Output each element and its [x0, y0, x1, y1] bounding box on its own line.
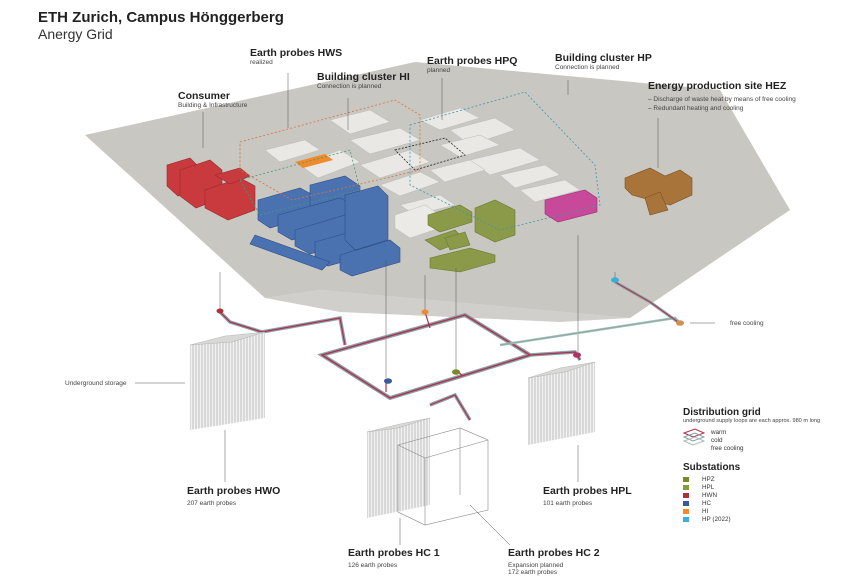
legend-substation-hi: HI	[683, 507, 848, 515]
free-cooling-node	[676, 320, 684, 326]
label-hp: Building cluster HP Connection is planne…	[555, 52, 652, 71]
label-hpq-title: Earth probes HPQ	[427, 55, 518, 67]
label-hez: Energy production site HEZ – Discharge o…	[648, 80, 796, 112]
swatch-hc	[683, 500, 689, 506]
label-hwo-title: Earth probes HWO	[187, 485, 281, 497]
olive-buildings	[424, 199, 516, 273]
magenta-building	[544, 189, 598, 223]
label-hws: Earth probes HWS realized	[250, 47, 342, 66]
consumer-red-buildings	[166, 157, 256, 221]
substation-hp	[611, 277, 619, 283]
legend-substations-list: HPZ HPL HWN HC HI HP (2022)	[683, 475, 848, 523]
label-hc2-sub: Expansion planned	[508, 562, 564, 569]
hp-outline	[409, 91, 601, 231]
page-title: ETH Zurich, Campus Hönggerberg	[38, 9, 284, 26]
label-underground-storage: Underground storage	[65, 380, 127, 387]
legend-substation-hp: HP (2022)	[683, 515, 848, 523]
legend-hc-label: HC	[702, 499, 712, 507]
label-hi-sub: Connection is planned	[317, 83, 382, 90]
label-hpl: Earth probes HPL 101 earth probes	[543, 485, 632, 507]
label-hp-sub: Connection is planned	[555, 64, 620, 71]
legend-substations-title: Substations	[683, 462, 741, 473]
page-subtitle: Anergy Grid	[38, 26, 113, 42]
legend-grid-item-warm: warm	[711, 428, 744, 436]
label-hc2-sub2: 172 earth probes	[508, 569, 558, 576]
campus-ground-plane	[85, 62, 790, 318]
legend-grid-item-cold: cold	[711, 436, 744, 444]
legend-cold-label: cold	[711, 436, 723, 444]
probe-field-hpl	[527, 361, 596, 445]
legend-hwn-label: HWN	[702, 491, 718, 499]
substation-markers	[216, 277, 684, 384]
legend-hpl-label: HPL	[702, 483, 715, 491]
substation-hi	[421, 309, 429, 315]
swatch-hp	[683, 516, 689, 522]
hi-building	[295, 154, 333, 168]
hws-outline	[239, 99, 421, 201]
substation-hpz	[452, 369, 460, 375]
legend-substation-hpz: HPZ	[683, 475, 848, 483]
swatch-hi	[683, 508, 689, 514]
substation-hwn	[216, 308, 224, 314]
probe-field-hc2-outline	[397, 427, 489, 526]
label-hc1-sub: 126 earth probes	[348, 562, 398, 569]
legend-substation-hwn: HWN	[683, 491, 848, 499]
label-hwo-sub: 207 earth probes	[187, 500, 237, 507]
legend-warm-label: warm	[711, 428, 727, 436]
label-hp-title: Building cluster HP	[555, 52, 652, 64]
legend-pipe-icon	[683, 428, 705, 446]
swatch-hwn	[683, 492, 689, 498]
substation-hc	[384, 378, 392, 384]
legend-grid-block: warm cold free cooling	[683, 428, 848, 452]
label-hc2-title: Earth probes HC 2	[508, 547, 600, 559]
legend-hi-label: HI	[702, 507, 709, 515]
ground-shadow	[265, 290, 630, 322]
hez-building	[624, 167, 693, 216]
label-hpl-sub: 101 earth probes	[543, 500, 593, 507]
label-hez-bullet-2: – Redundant heating and cooling	[648, 105, 744, 112]
label-hc1: Earth probes HC 1 126 earth probes	[348, 547, 440, 569]
legend-hpz-label: HPZ	[702, 475, 715, 483]
label-hi-title: Building cluster HI	[317, 71, 410, 83]
label-hez-bullet-1: – Discharge of waste heat by means of fr…	[648, 96, 796, 103]
label-hpl-title: Earth probes HPL	[543, 485, 632, 497]
label-hws-title: Earth probes HWS	[250, 47, 343, 59]
legend-grid-item-free-cooling: free cooling	[711, 444, 744, 452]
label-hpq: Earth probes HPQ planned	[427, 55, 517, 74]
legend-substation-hpl: HPL	[683, 483, 848, 491]
legend-hp-label: HP (2022)	[702, 515, 731, 523]
swatch-hpz	[683, 476, 689, 482]
label-hwo: Earth probes HWO 207 earth probes	[187, 485, 280, 507]
label-hws-sub: realized	[250, 59, 273, 66]
hi-outline	[239, 149, 361, 216]
probe-field-hc1	[366, 417, 431, 518]
label-hc2: Earth probes HC 2 Expansion planned 172 …	[508, 547, 600, 576]
legend-grid-title: Distribution grid	[683, 407, 761, 418]
label-hpq-sub: planned	[427, 67, 451, 74]
probe-field-hwo	[189, 331, 266, 430]
label-consumer: Consumer Building & Infrastructure	[178, 90, 247, 109]
label-consumer-sub: Building & Infrastructure	[178, 102, 248, 109]
label-hi: Building cluster HI Connection is planne…	[317, 71, 410, 90]
label-hez-title: Energy production site HEZ	[648, 80, 787, 92]
swatch-hpl	[683, 484, 689, 490]
legend-distribution-grid: Distribution grid underground supply loo…	[683, 407, 848, 523]
probe-leaders	[224, 430, 579, 546]
blue-buildings	[249, 175, 401, 277]
hpq-outline	[394, 137, 466, 171]
legend-substation-hc: HC	[683, 499, 848, 507]
substation-hpl	[573, 352, 581, 358]
label-hc1-title: Earth probes HC 1	[348, 547, 440, 559]
legend-grid-sub: underground supply loops are each approx…	[683, 418, 821, 424]
label-consumer-title: Consumer	[178, 90, 230, 102]
legend-free-cooling-label: free cooling	[711, 444, 744, 452]
label-free-cooling: free cooling	[730, 320, 764, 327]
